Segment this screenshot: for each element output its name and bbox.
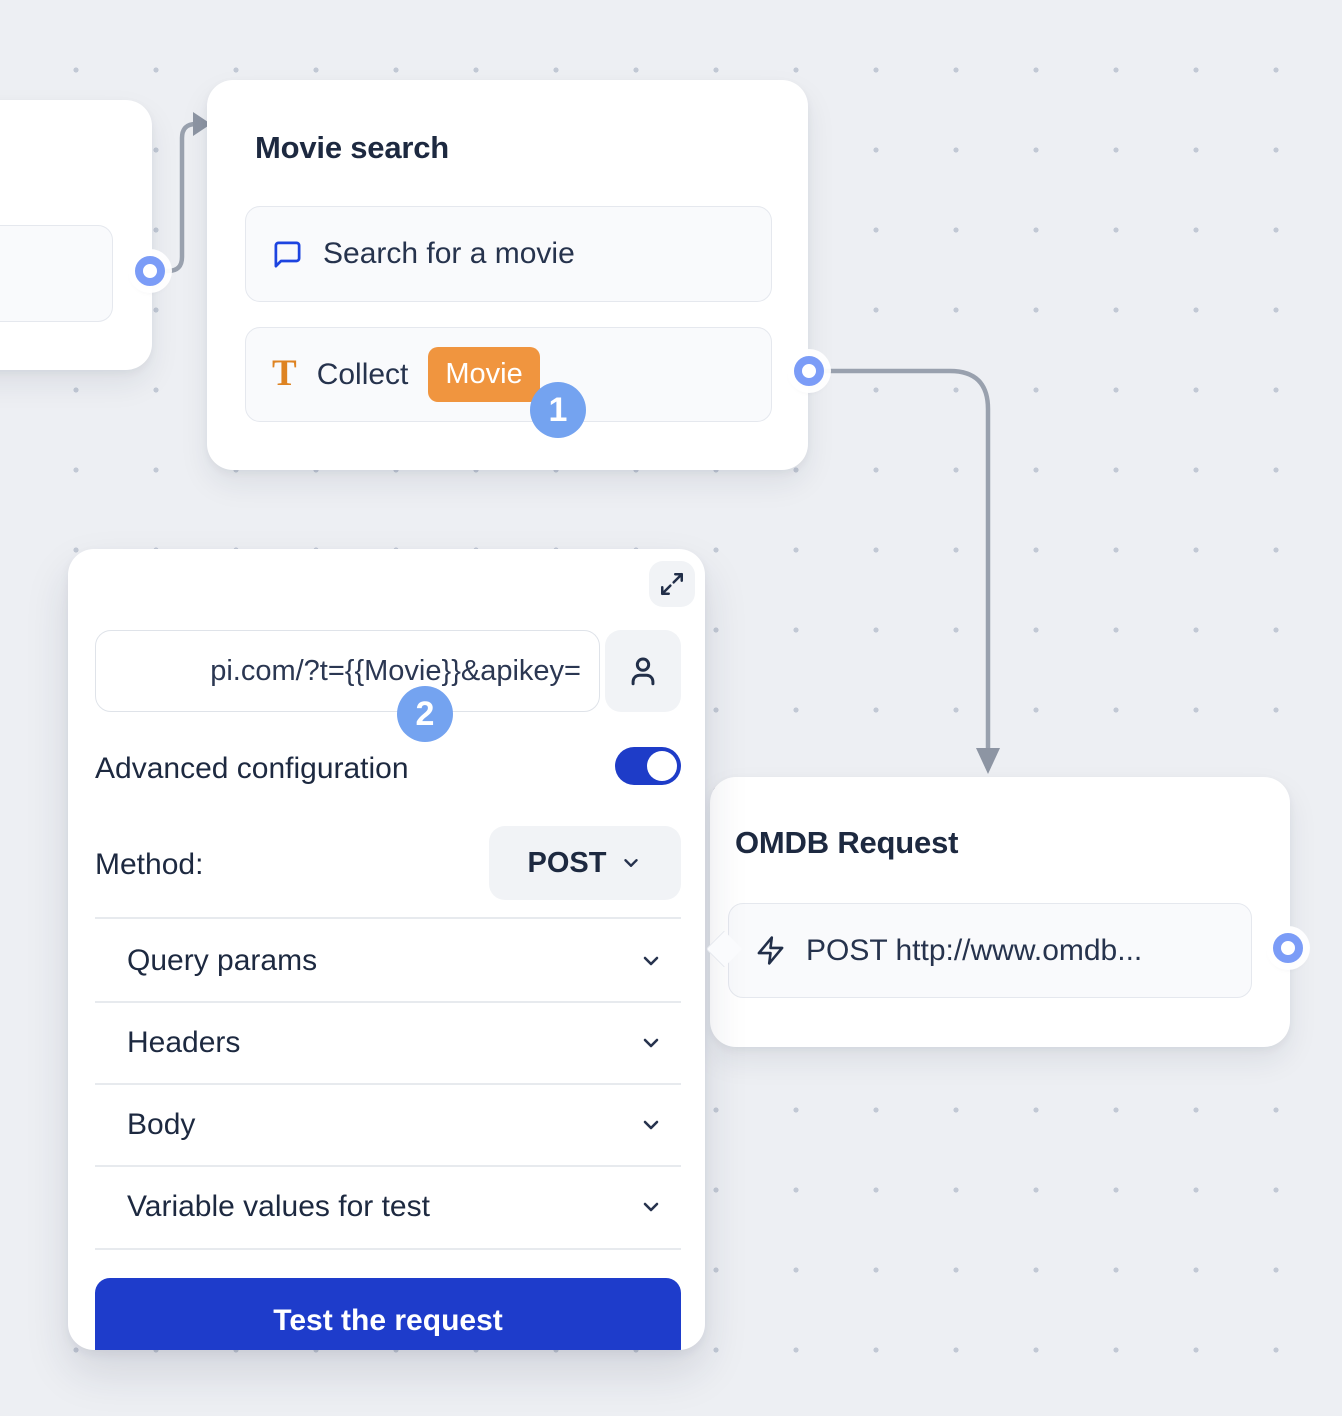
- request-url-value: pi.com/?t={{Movie}}&apikey=: [210, 654, 581, 687]
- section-label: Query params: [127, 944, 318, 977]
- section-label: Variable values for test: [127, 1190, 430, 1223]
- divider: [95, 917, 681, 919]
- section-headers[interactable]: Headers: [95, 1003, 681, 1083]
- collect-variable-row[interactable]: T Collect Movie: [245, 327, 772, 422]
- toggle-knob: [647, 751, 677, 781]
- method-select[interactable]: POST: [489, 826, 681, 900]
- text-input-icon: T: [272, 353, 297, 394]
- divider: [95, 1165, 681, 1167]
- search-message-row[interactable]: Search for a movie: [245, 206, 772, 302]
- chevron-down-icon: [639, 949, 663, 973]
- previous-node-row[interactable]: [0, 225, 113, 322]
- section-label: Headers: [127, 1026, 241, 1059]
- step-badge-2: 2: [397, 686, 453, 742]
- insert-variable-button[interactable]: [605, 630, 681, 712]
- advanced-configuration-label: Advanced configuration: [95, 752, 409, 785]
- request-row-label: POST http://www.omdb...: [806, 933, 1143, 967]
- output-port-omdb-request[interactable]: [1273, 933, 1303, 963]
- divider: [95, 1248, 681, 1250]
- chevron-down-icon: [639, 1031, 663, 1055]
- output-port-movie-search[interactable]: [794, 356, 824, 386]
- divider: [95, 1001, 681, 1003]
- divider: [95, 1083, 681, 1085]
- webhook-config-panel: pi.com/?t={{Movie}}&apikey= Advanced con…: [68, 549, 705, 1350]
- node-title: OMDB Request: [735, 825, 959, 860]
- request-url-input[interactable]: pi.com/?t={{Movie}}&apikey=: [95, 630, 600, 712]
- movie-variable-badge[interactable]: Movie: [428, 347, 540, 402]
- section-variable-values[interactable]: Variable values for test: [95, 1167, 681, 1247]
- method-value: POST: [527, 846, 607, 879]
- user-icon: [626, 654, 660, 688]
- test-request-button[interactable]: Test the request: [95, 1278, 681, 1350]
- collect-row-label: Collect: [316, 357, 409, 391]
- expand-panel-button[interactable]: [649, 561, 695, 607]
- movie-search-node[interactable]: Movie search Search for a movie T Collec…: [207, 80, 808, 470]
- chevron-down-icon: [620, 852, 642, 874]
- search-row-label: Search for a movie: [323, 237, 575, 270]
- node-title: Movie search: [255, 130, 450, 165]
- chat-bubble-icon: [272, 239, 303, 270]
- section-label: Body: [127, 1108, 196, 1141]
- advanced-configuration-toggle[interactable]: [615, 747, 681, 785]
- method-label: Method:: [95, 848, 204, 881]
- chevron-down-icon: [639, 1113, 663, 1137]
- section-query-params[interactable]: Query params: [95, 921, 681, 1001]
- step-badge-1: 1: [530, 382, 586, 438]
- chevron-down-icon: [639, 1195, 663, 1219]
- webhook-request-row[interactable]: POST http://www.omdb...: [728, 903, 1252, 998]
- output-port-previous-node[interactable]: [135, 256, 165, 286]
- omdb-request-node[interactable]: OMDB Request POST http://www.omdb...: [710, 777, 1290, 1047]
- expand-icon: [659, 571, 685, 597]
- section-body[interactable]: Body: [95, 1085, 681, 1165]
- lightning-bolt-icon: [755, 935, 786, 966]
- previous-node-card[interactable]: [0, 100, 152, 370]
